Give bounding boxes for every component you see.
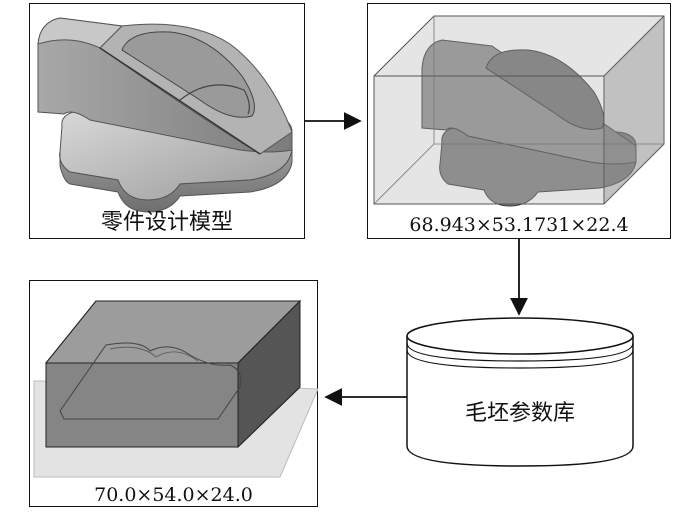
selected-blank-caption: 70.0×54.0×24.0	[94, 484, 253, 506]
base-plate-side	[59, 149, 293, 213]
part-model-panel: 零件设计模型	[29, 3, 305, 239]
part-wedge	[421, 39, 637, 165]
bounding-box-panel: 68.943×53.1731×22.4	[367, 3, 671, 239]
bounding-box-caption: 68.943×53.1731×22.4	[409, 214, 629, 236]
part-pocket-icon	[485, 49, 605, 130]
selected-blank-panel: 70.0×54.0×24.0	[29, 280, 319, 507]
blank-front-face	[45, 362, 239, 448]
database-cylinder-icon	[406, 317, 634, 467]
bounding-box-drawing	[373, 15, 665, 207]
part-outline	[59, 342, 242, 420]
pocket-icon	[121, 31, 255, 118]
selected-blank-drawing	[33, 299, 319, 478]
part-model-drawing	[37, 17, 293, 213]
part-model-caption: 零件设计模型	[100, 210, 233, 235]
database-label: 毛坯参数库	[464, 401, 575, 426]
